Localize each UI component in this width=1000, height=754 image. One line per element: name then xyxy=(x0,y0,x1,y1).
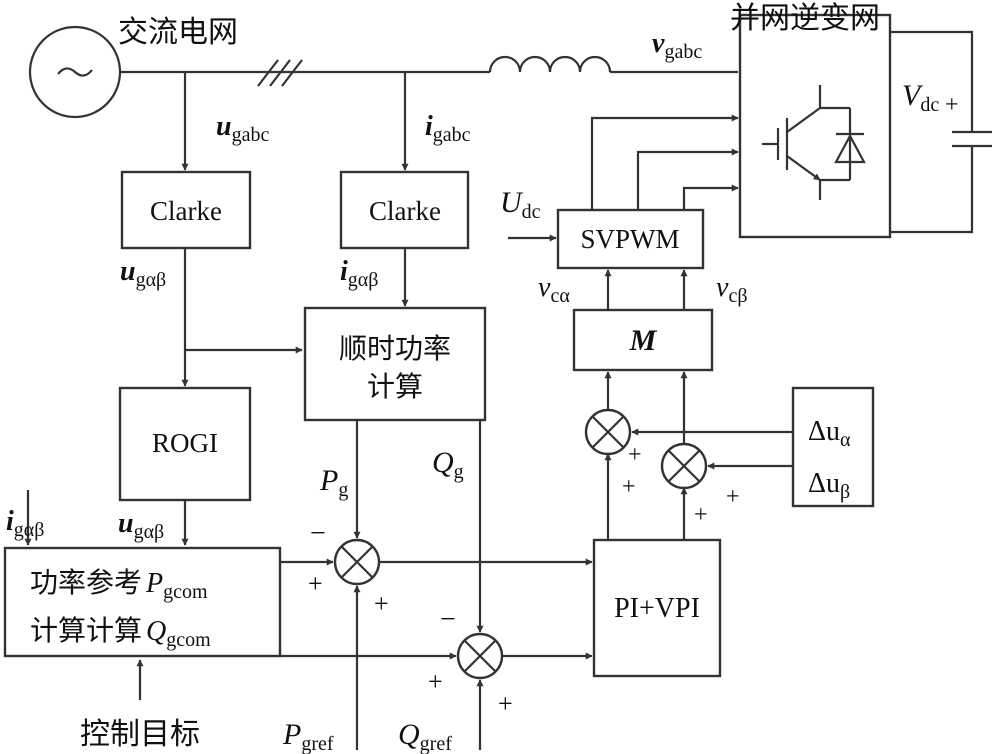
filter-inductor xyxy=(488,55,612,73)
gate-signal-a xyxy=(590,114,739,210)
beta-sum-plus-bottom: + xyxy=(694,502,708,528)
igbt-symbol xyxy=(762,85,866,200)
power-reference-block xyxy=(3,546,282,658)
delta-u-alpha-label: Δuα xyxy=(808,416,851,451)
u-gabc-label: ugabc xyxy=(216,111,269,146)
grid-label: 交流电网 xyxy=(118,15,238,50)
gate-signal-c xyxy=(682,184,739,210)
pi-vpi-label: PI+VPI xyxy=(614,593,700,624)
p-gref-label: Pgref xyxy=(282,718,334,754)
i-gabc-label: igabc xyxy=(425,111,471,146)
clarke-u-block xyxy=(120,170,252,250)
power-calc-label-line2: 计算 xyxy=(367,370,423,403)
control-target-label: 控制目标 xyxy=(80,717,200,752)
q-sum-plus-left: + xyxy=(428,667,443,696)
u-dc-label: Udc xyxy=(500,186,541,223)
q-sum-plus-bottom: + xyxy=(498,689,513,718)
q-g-label: Qg xyxy=(432,446,464,483)
vdc-label: Vdc xyxy=(902,79,939,116)
instant-power-calc-block xyxy=(303,306,487,422)
inverter-block xyxy=(738,13,892,239)
three-phase-mark xyxy=(257,59,303,87)
svpwm-label: SVPWM xyxy=(580,224,679,254)
rogi-label: ROGI xyxy=(152,428,218,458)
gate-signal-b xyxy=(636,148,739,210)
p-sum-plus-bottom: + xyxy=(374,589,389,618)
clarke-i-block xyxy=(339,170,470,250)
p-sum-plus-left: + xyxy=(308,569,323,598)
alpha-sum-plus-bottom: + xyxy=(622,474,636,500)
i-galphabeta-label-top: igαβ xyxy=(340,256,378,291)
v-calpha-label: vcα xyxy=(538,272,570,307)
ac-grid-source xyxy=(28,25,122,119)
m-block xyxy=(572,308,714,372)
q-summing-junction xyxy=(456,632,504,680)
clarke-i-label: Clarke xyxy=(369,196,441,226)
clarke-u-label: Clarke xyxy=(150,196,222,226)
m-block-label: M xyxy=(629,324,658,357)
p-g-label: Pg xyxy=(319,464,348,501)
sine-wave-icon xyxy=(57,67,93,77)
power-calc-label-line1: 顺时功率 xyxy=(339,332,451,365)
beta-summing-junction xyxy=(660,442,708,490)
v-gabc-label: vgabc xyxy=(652,28,702,63)
v-cbeta-label: vcβ xyxy=(716,272,748,307)
inverter-label: 并网逆变网 xyxy=(730,1,880,36)
q-sum-minus: − xyxy=(440,604,456,635)
p-summing-junction xyxy=(333,538,381,586)
delta-u-beta-label: Δuβ xyxy=(808,468,850,503)
p-sum-minus: − xyxy=(310,518,326,549)
alpha-summing-junction xyxy=(584,408,632,456)
u-galphabeta-label-bottom: ugαβ xyxy=(118,508,164,543)
q-gref-label: Qgref xyxy=(398,718,452,754)
svpwm-block xyxy=(556,208,705,270)
u-galphabeta-label-top: ugαβ xyxy=(120,256,166,291)
dc-link-top xyxy=(890,30,974,132)
dc-link-bottom xyxy=(890,146,974,234)
beta-sum-plus-right: + xyxy=(726,484,740,510)
vdc-plus-sign: + xyxy=(945,92,959,118)
i-galphabeta-label-bottom: igαβ xyxy=(6,506,44,541)
alpha-sum-plus-right: + xyxy=(628,442,642,468)
rogi-block xyxy=(118,386,252,502)
delta-u-block xyxy=(791,386,875,508)
pi-vpi-controller-block xyxy=(592,538,722,678)
